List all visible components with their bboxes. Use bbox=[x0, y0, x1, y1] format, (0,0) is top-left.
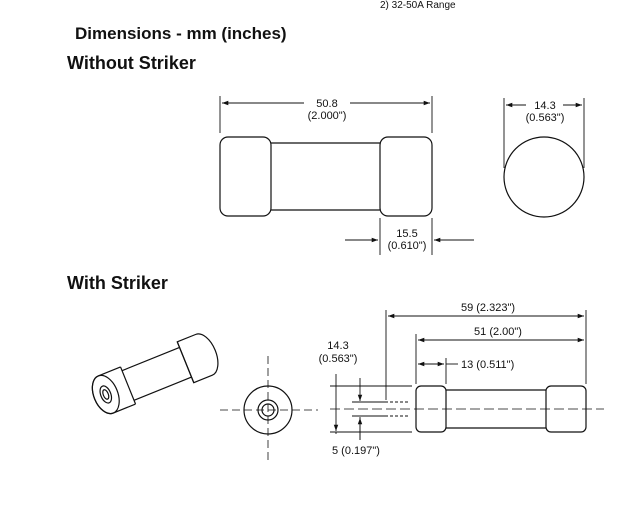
fuse-3d-view bbox=[91, 333, 219, 415]
with-striker-heading: With Striker bbox=[67, 273, 168, 293]
cap-dimension bbox=[345, 218, 474, 255]
striker-size-label: 5 (0.197") bbox=[332, 445, 380, 457]
striker-side-view bbox=[330, 385, 604, 433]
diameter-dimension bbox=[503, 98, 585, 168]
length-in-label: (2.000") bbox=[308, 110, 347, 122]
body-length-label: 51 (2.00") bbox=[474, 326, 522, 338]
striker-diameter-mm-label: 14.3 bbox=[327, 340, 348, 352]
striker-right-cap bbox=[545, 385, 587, 433]
fuse-end-view bbox=[503, 136, 585, 218]
striker-end-view bbox=[220, 356, 318, 464]
diameter-mm-label: 14.3 bbox=[534, 100, 555, 112]
length-mm-label: 50.8 bbox=[316, 98, 337, 110]
dimensions-title: Dimensions - mm (inches) bbox=[75, 24, 287, 43]
cap-length-label: 13 (0.511") bbox=[461, 359, 514, 371]
cap-mm-label: 15.5 bbox=[396, 228, 417, 240]
striker-length-dimensions bbox=[385, 310, 587, 400]
left-end-cap bbox=[219, 136, 272, 217]
length-dimension bbox=[219, 96, 433, 133]
fuse-side-view bbox=[219, 136, 433, 217]
overall-length-label: 59 (2.323") bbox=[461, 302, 515, 314]
range-note: 2) 32-50A Range bbox=[380, 0, 456, 11]
striker-diameter-dimensions bbox=[330, 374, 412, 440]
right-end-cap bbox=[379, 136, 433, 217]
cap-in-label: (0.610") bbox=[388, 240, 427, 252]
striker-diameter-in-label: (0.563") bbox=[319, 353, 358, 365]
diameter-in-label: (0.563") bbox=[526, 112, 565, 124]
without-striker-heading: Without Striker bbox=[67, 53, 196, 73]
